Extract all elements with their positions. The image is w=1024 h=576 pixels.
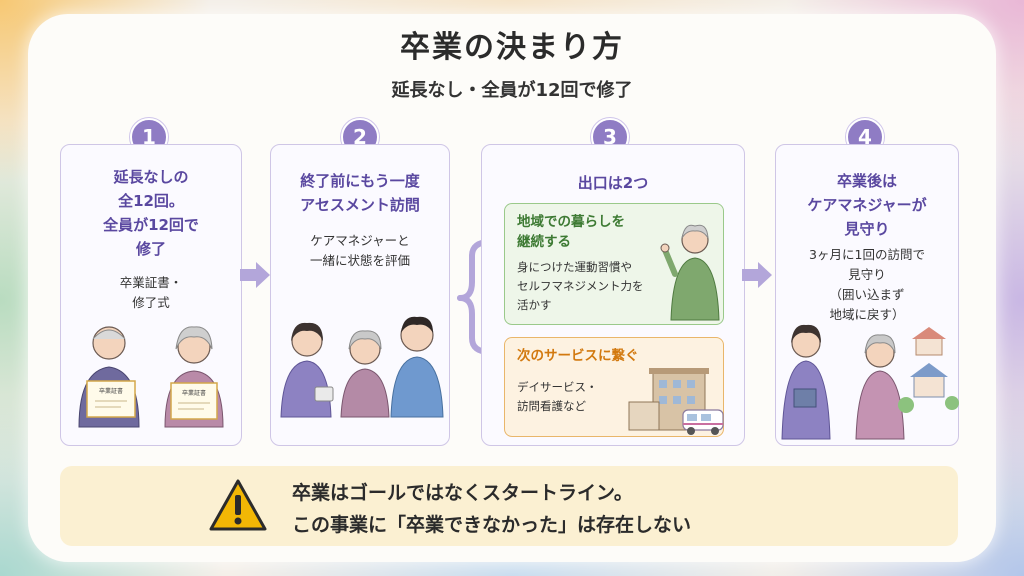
banner-line-2: この事業に「卒業できなかった」は存在しない [292, 514, 692, 536]
assessment-illustration [280, 316, 444, 418]
step-1-text: 卒業証書・ 修了式 [119, 275, 183, 310]
step-2-title: 終了前にもう一度 アセスメント訪問 [300, 172, 420, 214]
step-1-card: 延長なしの 全12回。 全員が12回で 修了 卒業証書・ 修了式 卒業証書 卒業… [60, 144, 242, 446]
step-3-title: 出口は2つ [577, 174, 649, 192]
certificate-right: 卒業証書 [170, 382, 218, 420]
arrow-1-to-2 [240, 262, 270, 288]
step-2-text: ケアマネジャーと 一緒に状態を評価 [309, 233, 410, 268]
exit-community-text: 身につけた運動習慣や セルフマネジメント力を 活かす [517, 260, 644, 312]
arrow-3-to-4 [742, 262, 772, 288]
page-title: 卒業の決まり方 [400, 30, 624, 65]
step-1-title: 延長なしの 全12回。 全員が12回で 修了 [103, 168, 199, 258]
banner-line-1: 卒業はゴールではなくスタートライン。 [292, 482, 633, 504]
step-4-title: 卒業後は ケアマネジャーが 見守り [807, 172, 927, 238]
step-4-text: 3ヶ月に1回の訪問で 見守り （囲い込まず 地域に戻す） [809, 247, 925, 322]
active-elder-illustration [660, 224, 720, 321]
exit-service-text: デイサービス・ 訪問看護など [517, 380, 598, 413]
certificate-left: 卒業証書 [86, 380, 136, 418]
graduates-illustration: 卒業証書 卒業証書 [78, 326, 224, 428]
exit-community-box: 地域での暮らしを 継続する 身につけた運動習慣や セルフマネジメント力を 活かす [504, 203, 724, 325]
svg-text:卒業証書: 卒業証書 [182, 389, 206, 397]
care-facility-illustration [628, 368, 724, 435]
houses-icon [898, 327, 959, 413]
exit-service-box: 次のサービスに繋ぐ デイサービス・ 訪問看護など [504, 337, 724, 437]
exit-service-title: 次のサービスに繋ぐ [517, 348, 639, 364]
warning-icon [209, 479, 267, 531]
step-2-card: 終了前にもう一度 アセスメント訪問 ケアマネジャーと 一緒に状態を評価 [270, 144, 450, 446]
svg-text:卒業証書: 卒業証書 [99, 387, 123, 395]
step-3-card: 出口は2つ 地域での暮らしを 継続する 身につけた運動習慣や セルフマネジメント… [481, 144, 745, 446]
key-message-banner: 卒業はゴールではなくスタートライン。 この事業に「卒業できなかった」は存在しない [60, 466, 958, 546]
monitoring-illustration [781, 324, 959, 440]
step-4-card: 卒業後は ケアマネジャーが 見守り 3ヶ月に1回の訪問で 見守り （囲い込まず … [775, 144, 959, 446]
page-subtitle: 延長なし・全員が12回で修了 [391, 80, 633, 101]
exit-community-title: 地域での暮らしを 継続する [517, 214, 625, 250]
